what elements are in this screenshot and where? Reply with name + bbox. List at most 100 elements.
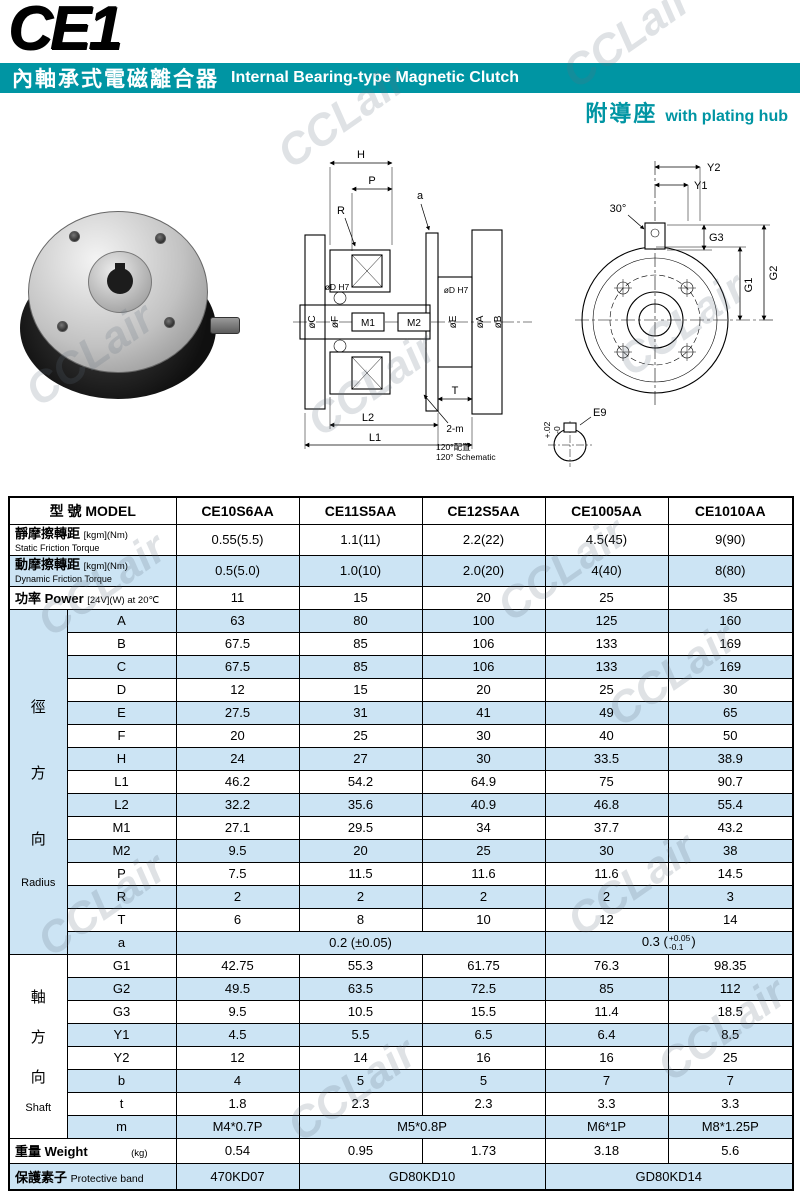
dim-label-phiE: øE xyxy=(448,315,459,328)
cell: 4(40) xyxy=(544,554,669,587)
model-header: 型 號 MODEL xyxy=(8,496,177,525)
cell: 90.7 xyxy=(667,769,794,794)
label-zh: 功率 Power xyxy=(15,591,84,606)
cell: 12 xyxy=(175,1045,300,1070)
cell: 63.5 xyxy=(298,976,423,1001)
cell: 27 xyxy=(298,746,423,771)
table-row-a: a 0.2 (±0.05) 0.3 (+0.05-0.1) xyxy=(9,930,794,955)
cell: 9(90) xyxy=(667,523,794,556)
cell: 75 xyxy=(544,769,669,794)
table-row-M1: M1 27.1 29.5 34 37.7 43.2 xyxy=(9,815,794,840)
cell: 14 xyxy=(667,907,794,932)
cell: 98.35 xyxy=(667,953,794,978)
row-label-dynamic-friction: 動摩擦轉距 [kgm](Nm) Dynamic Friction Torque xyxy=(8,554,177,587)
cell: 2.2(22) xyxy=(421,523,546,556)
cell: 46.2 xyxy=(175,769,300,794)
dim-label-H: H xyxy=(357,149,365,161)
cell: 49.5 xyxy=(175,976,300,1001)
group-label-en: Radius xyxy=(21,876,56,889)
cell: 27.5 xyxy=(175,700,300,725)
a-right-main: 0.3 ( xyxy=(641,933,668,949)
table-row-Y1: Y1 4.5 5.5 6.5 6.4 8.5 xyxy=(9,1022,794,1047)
cell: 2.0(20) xyxy=(421,554,546,587)
cell: 42.75 xyxy=(175,953,300,978)
model-name: CE11S5AA xyxy=(298,496,423,525)
cell: 10.5 xyxy=(298,999,423,1024)
cell: 11 xyxy=(175,585,300,610)
row-key: m xyxy=(66,1114,177,1139)
dim-label-30deg: 30° xyxy=(610,203,627,215)
cell: 67.5 xyxy=(175,654,300,679)
table-row-T: T 6 8 10 12 14 xyxy=(9,907,794,932)
cell: 40 xyxy=(544,723,669,748)
model-name: CE1005AA xyxy=(544,496,669,525)
label-unit: [kgm](Nm) xyxy=(83,561,128,572)
cell-a-left: 0.2 (±0.05) xyxy=(175,930,546,955)
row-key: A xyxy=(66,608,177,633)
dim-label-R: R xyxy=(337,205,345,217)
cell: 169 xyxy=(667,631,794,656)
table-row-Y2: Y2 12 14 16 16 25 xyxy=(9,1045,794,1070)
row-key: b xyxy=(66,1068,177,1093)
cell: 4 xyxy=(175,1068,300,1093)
cross-section-drawing: H P R a øD H7 øD H7 M1 M2 øC øF øE øA øB… xyxy=(293,149,532,462)
bolt-hole xyxy=(155,233,166,244)
row-label-power: 功率 Power [24V](W) at 20℃ xyxy=(8,585,177,610)
cell: 38.9 xyxy=(667,746,794,771)
cell: 5 xyxy=(298,1068,423,1093)
cell: 16 xyxy=(544,1045,669,1070)
cell: 76.3 xyxy=(544,953,669,978)
table-row-b: b 4 5 5 7 7 xyxy=(9,1068,794,1093)
dim-label-a: a xyxy=(417,190,424,202)
row-key: Y2 xyxy=(66,1045,177,1070)
cell: 49 xyxy=(544,700,669,725)
cell: 15 xyxy=(298,677,423,702)
subtitle-zh: 附導座 xyxy=(585,101,658,126)
table-row-H: H 24 27 30 33.5 38.9 xyxy=(9,746,794,771)
row-key: G3 xyxy=(66,999,177,1024)
cell: 106 xyxy=(421,631,546,656)
cell: 85 xyxy=(298,654,423,679)
table-row-weight: 重量 Weight(kg) 0.54 0.95 1.73 3.18 5.6 xyxy=(8,1137,794,1164)
table-row-D: D 12 15 20 25 30 xyxy=(9,677,794,702)
subtitle: 附導座 with plating hub xyxy=(585,96,788,128)
cell: 3.18 xyxy=(544,1137,669,1164)
label-en: Protective band xyxy=(70,1172,144,1185)
center-bore xyxy=(107,268,133,294)
cell: 25 xyxy=(298,723,423,748)
cell: 20 xyxy=(298,838,423,863)
dim-label-P: P xyxy=(368,175,375,187)
cell: 4.5 xyxy=(175,1022,300,1047)
cell: 5.5 xyxy=(298,1022,423,1047)
row-key: B xyxy=(66,631,177,656)
dim-label-M1: M1 xyxy=(361,318,375,329)
cell: 35 xyxy=(667,585,794,610)
a-right-close: ) xyxy=(691,933,696,949)
table-row-F: F 20 25 30 40 50 xyxy=(9,723,794,748)
cell: 34 xyxy=(421,815,546,840)
tolerance-minus: -0 xyxy=(552,426,562,434)
cell: 133 xyxy=(544,654,669,679)
table-row-dynamic-friction: 動摩擦轉距 [kgm](Nm) Dynamic Friction Torque … xyxy=(8,554,794,587)
label-zh: 靜摩擦轉距 xyxy=(15,526,81,541)
cell: 14 xyxy=(298,1045,423,1070)
cell: 5.6 xyxy=(667,1137,794,1164)
cell: 169 xyxy=(667,654,794,679)
cell: 33.5 xyxy=(544,746,669,771)
cell: 7 xyxy=(667,1068,794,1093)
cell: 43.2 xyxy=(667,815,794,840)
label-en: Dynamic Friction Torque xyxy=(15,574,112,584)
model-name: CE12S5AA xyxy=(421,496,546,525)
row-key: L1 xyxy=(66,769,177,794)
a-right-sup: +0.05 xyxy=(668,933,691,944)
cell: 2 xyxy=(175,884,300,909)
cell: 2 xyxy=(421,884,546,909)
cell: 6.5 xyxy=(421,1022,546,1047)
terminal-tab xyxy=(210,317,240,334)
cell: 16 xyxy=(421,1045,546,1070)
label-unit: (kg) xyxy=(131,1148,148,1159)
cell: 0.95 xyxy=(298,1137,423,1164)
row-key: G1 xyxy=(66,953,177,978)
table-row-M2: M2 9.5 20 25 30 38 xyxy=(9,838,794,863)
